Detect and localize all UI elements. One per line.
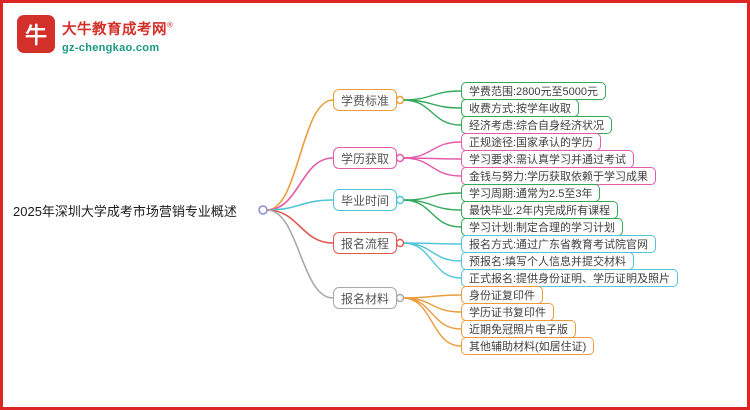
connector-lines [258,90,462,347]
branch-degree-acquisition[interactable]: 学历获取 [333,147,397,169]
connector-leaf [402,157,462,177]
collapse-handle-degree[interactable] [395,153,405,163]
connector-leaf [402,294,462,299]
connector-root-process [266,209,334,244]
connector-leaf [402,199,462,228]
connector-leaf [402,141,462,159]
connector-root-materials [266,209,334,299]
leaf-diploma-copy[interactable]: 学历证书复印件 [461,303,554,321]
leaf-study-requirement[interactable]: 学习要求:需认真学习并通过考试 [461,150,635,168]
collapse-handle-materials[interactable] [395,293,405,303]
registered-mark-icon: ® [167,20,173,30]
leaf-tuition-range[interactable]: 学费范围:2800元至5000元 [461,82,606,100]
leaf-study-plan[interactable]: 学习计划:制定合理的学习计划 [461,218,624,236]
connector-root-tuition [266,99,334,211]
logo-bull-icon: 牛 [17,15,55,53]
connector-leaf [402,297,462,347]
leaf-money-effort[interactable]: 金钱与努力:学历获取依赖于学习成果 [461,167,657,185]
connector-leaf [402,90,462,101]
leaf-id-copy[interactable]: 身份证复印件 [461,286,543,304]
collapse-handle-tuition[interactable] [395,95,405,105]
leaf-other-materials[interactable]: 其他辅助材料(如居住证) [461,337,595,355]
collapse-handle-graduation[interactable] [395,195,405,205]
logo-title: 大牛教育成考网 [62,22,167,38]
leaf-connectors [402,90,462,347]
leaf-study-period[interactable]: 学习周期:通常为2.5至3年 [461,184,601,202]
collapse-handle-process[interactable] [395,238,405,248]
branch-graduation-time[interactable]: 毕业时间 [333,189,397,211]
logo-url: gz-chengkao.com [62,42,160,54]
leaf-photo-digital[interactable]: 近期免冠照片电子版 [461,320,576,338]
connector-leaf [402,242,462,279]
connector-leaf [402,297,462,330]
leaf-registration-method[interactable]: 报名方式:通过广东省教育考试院官网 [461,235,657,253]
leaf-pre-registration[interactable]: 预报名:填写个人信息并提交材料 [461,252,635,270]
leaf-fee-method[interactable]: 收费方式:按学年收取 [461,99,580,117]
connector-root-graduation [266,199,334,211]
root-node[interactable]: 2025年深圳大学成考市场营销专业概述 [13,203,237,219]
branch-tuition-standard[interactable]: 学费标准 [333,89,397,111]
collapse-handle-root[interactable] [258,205,268,215]
connector-leaf [402,242,462,262]
connector-leaf [402,99,462,126]
leaf-formal-registration[interactable]: 正式报名:提供身份证明、学历证明及照片 [461,269,679,287]
site-logo[interactable]: 牛 大牛教育成考网® gz-chengkao.com [17,15,173,54]
leaf-formal-path[interactable]: 正规途径:国家承认的学历 [461,133,602,151]
logo-title-row: 大牛教育成考网® [62,18,173,39]
branch-registration-materials[interactable]: 报名材料 [333,287,397,309]
branch-registration-process[interactable]: 报名流程 [333,232,397,254]
leaf-fastest-graduation[interactable]: 最快毕业:2年内完成所有课程 [461,201,619,219]
logo-text-block: 大牛教育成考网® gz-chengkao.com [62,15,173,54]
connector-leaf [402,192,462,201]
root-connectors [266,99,334,299]
connector-root-degree [266,157,334,211]
leaf-economic-factor[interactable]: 经济考虑:综合自身经济状况 [461,116,613,134]
